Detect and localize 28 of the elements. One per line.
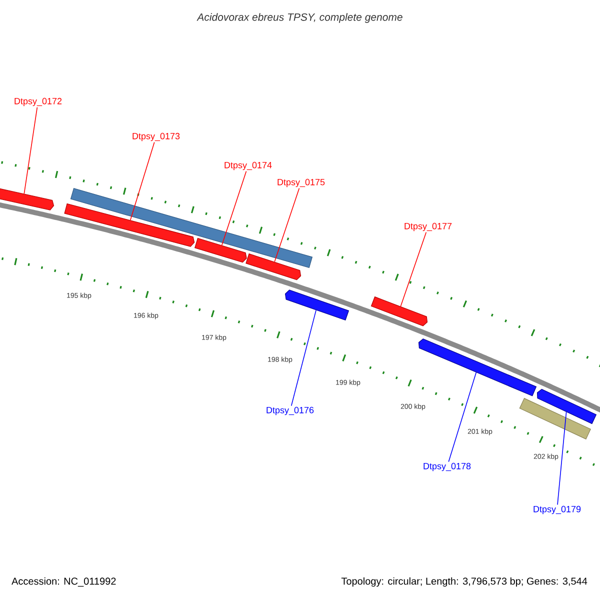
gene-block: [284, 290, 350, 320]
leader-line: [130, 142, 155, 220]
gene-block: [536, 388, 597, 424]
leader-line: [557, 412, 567, 506]
gene-label: Dtpsy_0172: [14, 98, 62, 106]
gene-block: [418, 338, 537, 396]
leader-line: [24, 106, 38, 194]
accession-text: Accession: NC_011992: [12, 577, 116, 587]
gene-label: Dtpsy_0176: [266, 406, 314, 416]
leader-line: [400, 232, 427, 307]
leader-line: [221, 170, 247, 246]
gene-block: [246, 253, 302, 280]
gene-block: [370, 296, 428, 326]
gene-label: Dtpsy_0177: [404, 222, 452, 232]
gene-label: Dtpsy_0175: [278, 178, 325, 188]
gene-label: Dtpsy_0178: [424, 462, 471, 472]
title: Acidovorax ebreus TPSY, complete genome: [196, 13, 402, 23]
gene-block: [64, 203, 195, 247]
leader-line: [274, 188, 300, 262]
feature-bar: [519, 398, 591, 440]
leader-line: [448, 372, 477, 462]
genome-info-text: Topology: circular; Length: 3,796,573 bp; Genes: 3,544: [341, 577, 588, 587]
gene-block: [0, 188, 54, 210]
leader-line: [290, 310, 316, 406]
gene-label: Dtpsy_0179: [534, 506, 581, 514]
gene-block: [194, 238, 247, 263]
gene-label: Dtpsy_0173: [132, 132, 180, 142]
gene-label: Dtpsy_0174: [224, 162, 272, 170]
